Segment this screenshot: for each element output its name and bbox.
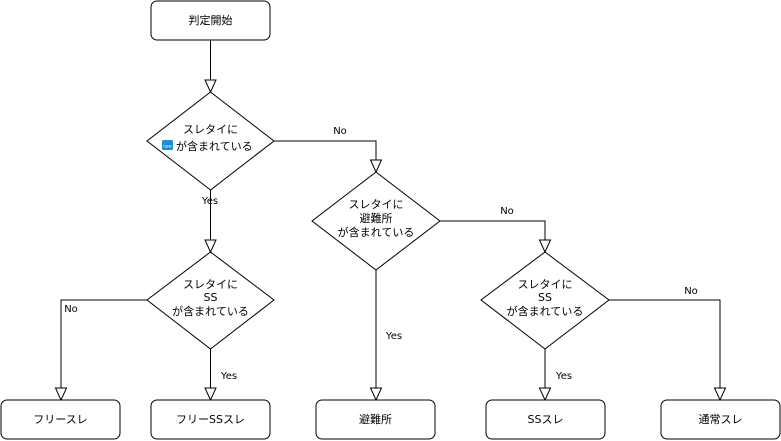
result-hinanjo-label: 避難所 bbox=[359, 412, 392, 426]
decision-ss-left-line2: SS bbox=[204, 291, 218, 304]
edge-ss-left-no: No bbox=[54, 299, 147, 402]
result-ss-label: SSスレ bbox=[528, 413, 564, 426]
decision-ss-left-line1: スレタイに bbox=[183, 278, 238, 291]
decision-new-badge[interactable]: スレタイに new が含まれている bbox=[146, 91, 275, 191]
decision-ss-right[interactable]: スレタイに SS が含まれている bbox=[480, 251, 610, 350]
result-normal[interactable]: 通常スレ bbox=[660, 399, 781, 440]
decision-ss-left-line3: が含まれている bbox=[172, 304, 249, 318]
svg-text:new: new bbox=[163, 144, 172, 149]
result-free[interactable]: フリースレ bbox=[0, 399, 121, 440]
edge-new-no-label: No bbox=[333, 126, 347, 137]
edge-hinanjo-no: No bbox=[440, 206, 552, 254]
decision-ss-right-line3: が含まれている bbox=[507, 304, 584, 318]
decision-new-line1: スレタイに bbox=[183, 123, 238, 136]
edge-new-no: No bbox=[274, 126, 383, 174]
decision-hinanjo[interactable]: スレタイに 避難所 が含まれている bbox=[311, 171, 441, 271]
result-free-label: フリースレ bbox=[33, 413, 87, 426]
decision-hinanjo-line2: 避難所 bbox=[360, 211, 393, 225]
decision-ss-left[interactable]: スレタイに SS が含まれている bbox=[146, 251, 275, 350]
edge-ss-left-no-label: No bbox=[64, 304, 78, 315]
edge-hinanjo-no-label: No bbox=[500, 206, 514, 217]
start-node[interactable]: 判定開始 bbox=[150, 0, 271, 41]
edge-start-to-new bbox=[204, 40, 217, 94]
start-label: 判定開始 bbox=[189, 13, 233, 27]
decision-hinanjo-line3: が含まれている bbox=[338, 225, 415, 239]
result-free-ss[interactable]: フリーSSスレ bbox=[150, 399, 271, 440]
edge-hinanjo-yes: Yes bbox=[369, 270, 402, 402]
edge-ss-right-no-label: No bbox=[684, 286, 698, 297]
decision-ss-right-line1: スレタイに bbox=[518, 278, 573, 291]
edge-hinanjo-yes-label: Yes bbox=[385, 331, 402, 342]
result-ss[interactable]: SSスレ bbox=[485, 399, 606, 440]
edge-ss-left-yes-label: Yes bbox=[220, 371, 237, 382]
result-hinanjo[interactable]: 避難所 bbox=[315, 399, 436, 440]
result-free-ss-label: フリーSSスレ bbox=[176, 413, 245, 426]
edge-new-yes-label: Yes bbox=[201, 196, 218, 207]
edge-ss-right-yes: Yes bbox=[538, 349, 572, 402]
result-normal-label: 通常スレ bbox=[699, 413, 743, 426]
edge-ss-right-yes-label: Yes bbox=[555, 371, 572, 382]
edge-new-yes: Yes bbox=[201, 190, 218, 254]
decision-new-line2: が含まれている bbox=[176, 139, 253, 153]
decision-hinanjo-line1: スレタイに bbox=[349, 198, 404, 211]
new-badge-icon: new bbox=[162, 140, 173, 150]
edge-ss-left-yes: Yes bbox=[204, 349, 237, 402]
decision-ss-right-line2: SS bbox=[538, 291, 552, 304]
edge-ss-right-no: No bbox=[609, 286, 727, 402]
